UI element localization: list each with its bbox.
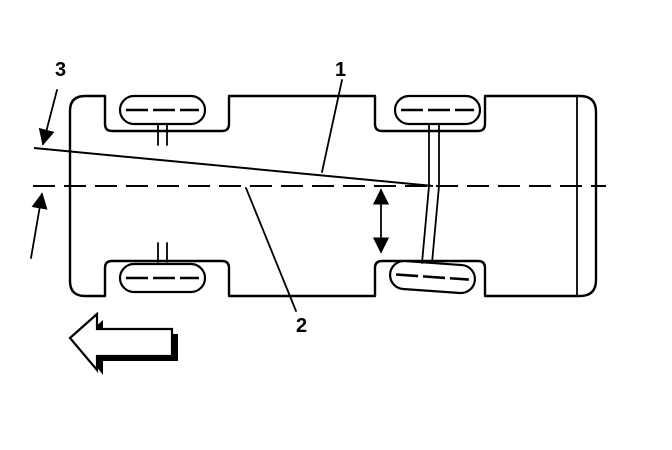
left-arrow-icon <box>68 311 178 375</box>
front-left-tire <box>393 94 482 126</box>
callout-3-label: 3 <box>55 59 66 81</box>
rear-right-tire <box>118 262 207 294</box>
rear-left-tire <box>118 94 207 126</box>
callout-2-leader <box>245 187 297 312</box>
angle-arrow-lower <box>30 192 48 259</box>
angle-arrow-upper <box>38 89 58 146</box>
callout-2-label: 2 <box>296 315 307 337</box>
callout-1-label: 1 <box>335 59 346 81</box>
front-axle <box>421 123 440 264</box>
callout-1-leader <box>321 79 343 173</box>
vehicle-body-outline <box>68 94 598 298</box>
rear-axle <box>157 122 168 263</box>
thrust-line <box>33 147 434 187</box>
front-right-tire <box>388 259 477 295</box>
